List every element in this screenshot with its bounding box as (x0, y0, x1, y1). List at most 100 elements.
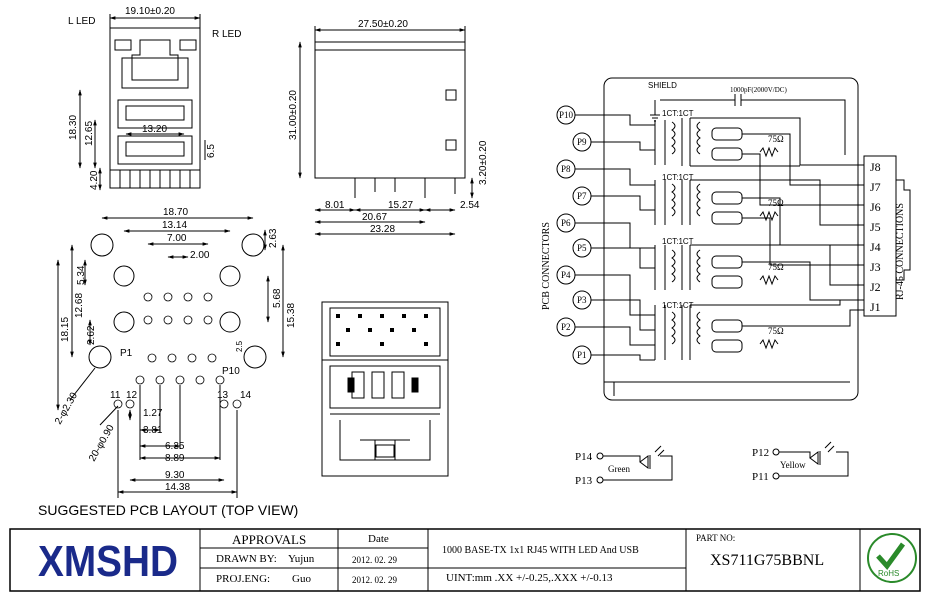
led-green-p13: P13 (575, 475, 593, 487)
side-d2-dim: 15.27 (388, 200, 413, 211)
pcb-hole-small-label: 20-φ0.90 (87, 423, 117, 464)
pcb-p10-label: P10 (222, 366, 240, 377)
part-description: 1000 BASE-TX 1x1 RJ45 WITH LED And USB (442, 545, 639, 556)
part-no-label: PART NO: (696, 533, 736, 543)
title-block (9, 528, 921, 592)
side-pin-len-dim: 3.20±0.20 (478, 140, 489, 185)
front-bottom-dim: 4.20 (89, 170, 100, 190)
approvals-header: APPROVALS (232, 532, 307, 547)
pin-p4: P4 (561, 270, 571, 280)
side-view (298, 26, 474, 236)
led-green-label: Green (608, 464, 630, 474)
side-d4-dim: 20.67 (362, 212, 387, 223)
pcb-w2-dim: 13.14 (162, 220, 187, 231)
pcb-w3-dim: 7.00 (167, 233, 187, 244)
pin-j1: J1 (870, 300, 881, 314)
side-d5-dim: 23.28 (370, 224, 395, 235)
jack-face-view (321, 301, 449, 477)
front-width-dim: 19.10±0.20 (125, 6, 175, 17)
schematic-ratio-3: 1CT:1CT (662, 237, 694, 246)
pcb-h4-dim: 15.38 (286, 303, 297, 328)
led-green-symbol (596, 445, 673, 484)
pin-p1: P1 (577, 350, 587, 360)
proj-date: 2012. 02. 29 (352, 575, 397, 585)
pcb-h1-dim: 2.63 (268, 228, 279, 248)
schematic-ratio-4: 1CT:1CT (662, 301, 694, 310)
schematic-shield-label: SHIELD (648, 81, 677, 90)
side-d1-dim: 8.01 (325, 200, 345, 211)
pcb-p11-label: 11 (110, 390, 121, 401)
pin-p6: P6 (561, 218, 571, 228)
schematic-cap-label: 1000pF(2000V/DC) (730, 86, 787, 94)
pin-j2: J2 (870, 280, 881, 294)
pcb-h8-dim: 2.5 (235, 340, 244, 352)
pin-p2: P2 (561, 322, 571, 332)
schematic-resistor-4: 75Ω (768, 326, 784, 336)
front-height-lower-dim: 12.65 (84, 121, 95, 146)
tolerance-note: UINT:mm .XX +/-0.25,.XXX +/-0.13 (446, 572, 613, 584)
pin-p5: P5 (577, 243, 587, 253)
pin-p8: P8 (561, 164, 571, 174)
led-yellow-symbol (772, 441, 849, 480)
pin-j6: J6 (870, 200, 881, 214)
side-height-dim: 31.00±0.20 (288, 90, 299, 140)
pcb-h2-dim: 5.34 (76, 265, 87, 285)
led-yellow-p11: P11 (752, 471, 769, 483)
schematic-rj45-label: RJ-45 CONNECTIONS (895, 203, 906, 300)
pcb-h7-dim: 2.62 (86, 325, 97, 345)
pcb-w4-dim: 2.00 (190, 250, 210, 261)
date-header: Date (368, 533, 389, 545)
pin-j4: J4 (870, 240, 881, 254)
svg-text:RoHS: RoHS (878, 569, 899, 578)
proj-eng-label: PROJ.ENG: (216, 573, 271, 585)
front-gap-dim: 6.5 (206, 144, 217, 158)
side-depth-dim: 27.50±0.20 (358, 19, 408, 30)
schematic-resistor-1: 75Ω (768, 134, 784, 144)
pcb-h5-dim: 12.68 (74, 293, 85, 318)
rohs-badge: RoHS (867, 533, 917, 583)
pcb-p1-label: P1 (120, 348, 133, 359)
pcb-w1-dim: 18.70 (163, 207, 188, 218)
front-l-led-label: L LED (68, 16, 95, 27)
schematic-resistor-3: 75Ω (768, 262, 784, 272)
side-d3-dim: 2.54 (460, 200, 480, 211)
part-no-value: XS711G75BBNL (710, 552, 825, 569)
drawn-date: 2012. 02. 29 (352, 555, 397, 565)
pin-p10: P10 (559, 110, 574, 120)
drawn-by-label: DRAWN BY: (216, 553, 277, 565)
pcb-b2-dim: 3.81 (143, 425, 163, 436)
front-inner-width-dim: 13.20 (142, 124, 167, 135)
checkmark-icon (876, 542, 906, 570)
pin-j8: J8 (870, 160, 881, 174)
pcb-caption: SUGGESTED PCB LAYOUT (TOP VIEW) (38, 502, 298, 518)
pcb-h3-dim: 5.68 (272, 288, 283, 308)
schematic (556, 77, 911, 401)
pin-j3: J3 (870, 260, 881, 274)
pcb-h6-dim: 18.15 (60, 317, 71, 342)
pcb-p14-label: 14 (240, 390, 252, 401)
pin-p3: P3 (577, 295, 587, 305)
schematic-ratio-2: 1CT:1CT (662, 173, 694, 182)
pin-j7: J7 (870, 180, 881, 194)
drawn-by-value: Yujun (288, 553, 315, 565)
led-yellow-p12: P12 (752, 447, 769, 459)
pcb-layout (56, 216, 285, 498)
schematic-pcb-connectors-label: PCB CONNECTORS (541, 222, 552, 310)
pcb-hole-big-label: 2-φ2.30 (53, 390, 80, 426)
proj-eng-value: Guo (292, 573, 311, 585)
schematic-ratio-1: 1CT:1CT (662, 109, 694, 118)
led-yellow-label: Yellow (780, 460, 806, 470)
company-logo: XMSHD (38, 537, 178, 586)
pin-p7: P7 (577, 191, 587, 201)
pin-p9: P9 (577, 137, 587, 147)
pcb-p12-label: 12 (126, 390, 138, 401)
svg-text:XMSHD: XMSHD (38, 537, 178, 586)
front-r-led-label: R LED (212, 29, 241, 40)
pcb-b4-dim: 8.89 (165, 453, 185, 464)
pcb-b6-dim: 14.38 (165, 482, 190, 493)
pcb-p13-label: 13 (217, 390, 229, 401)
pcb-b3-dim: 6.35 (165, 441, 185, 452)
schematic-resistor-2: 75Ω (768, 198, 784, 208)
termination-resistors (759, 146, 779, 350)
pcb-b5-dim: 9.30 (165, 470, 185, 481)
